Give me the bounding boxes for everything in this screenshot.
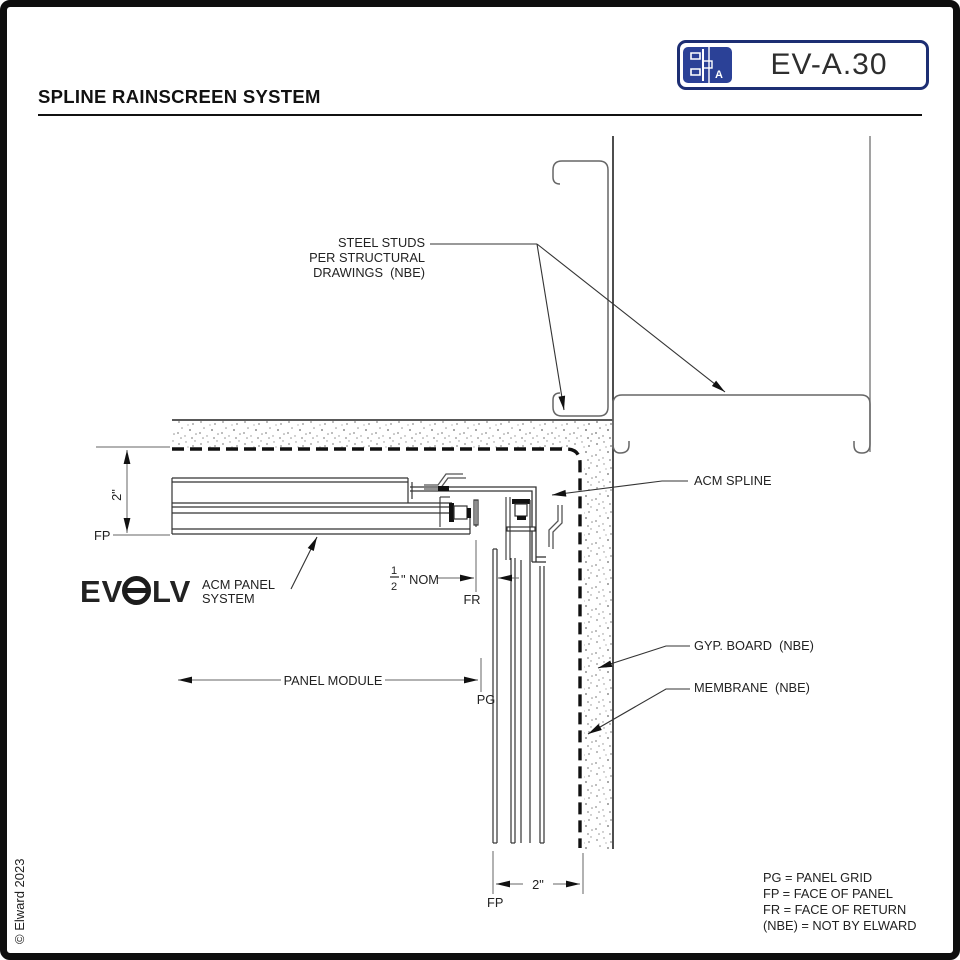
fasteners bbox=[438, 486, 536, 560]
legend-line-nbe: (NBE) = NOT BY ELWARD bbox=[763, 918, 916, 933]
clip-hook-right bbox=[548, 505, 559, 547]
nom-fraction-denominator: 2 bbox=[391, 581, 397, 593]
bracket-lines bbox=[439, 496, 511, 560]
copyright-label: © Elward 2023 bbox=[12, 859, 27, 944]
bolt-vertical bbox=[506, 499, 536, 532]
acm-panel-leader bbox=[290, 536, 318, 590]
legend-line-fp: FP = FACE OF PANEL bbox=[763, 886, 893, 901]
gyp-board-horizontal bbox=[172, 421, 613, 448]
acm-spline-profile bbox=[410, 486, 546, 563]
legend-line-fr: FR = FACE OF RETURN bbox=[763, 902, 906, 917]
gyp-board-label: GYP. BOARD (NBE) bbox=[694, 638, 814, 653]
bolt-horizontal bbox=[449, 499, 479, 526]
theta-o-icon bbox=[122, 576, 151, 605]
logo-tagline-line1: ACM PANEL bbox=[202, 577, 275, 592]
fp-left-label: FP bbox=[94, 528, 110, 543]
steel-studs-label-line2: PER STRUCTURAL bbox=[309, 250, 425, 265]
membrane-dashed-line bbox=[172, 447, 582, 848]
vertical-panel-assembly bbox=[492, 500, 545, 844]
panel-module-label: PANEL MODULE bbox=[284, 673, 383, 688]
leader-lines bbox=[290, 243, 726, 735]
drawing-number: EV-A.30 bbox=[770, 48, 888, 81]
acm-spline-leader bbox=[551, 480, 688, 497]
gyp-board-vertical bbox=[584, 421, 612, 849]
clip-hook-top bbox=[424, 477, 466, 490]
horizontal-panel-assembly bbox=[171, 477, 471, 535]
fr-label: FR bbox=[463, 592, 480, 607]
legend: PG = PANEL GRID FP = FACE OF PANEL FR = … bbox=[763, 870, 916, 933]
membrane-label: MEMBRANE (NBE) bbox=[694, 680, 810, 695]
gyp-board-leader bbox=[597, 645, 690, 669]
detail-thumbnail-icon: A bbox=[683, 47, 732, 83]
steel-studs bbox=[552, 160, 871, 454]
legend-line-pg: PG = PANEL GRID bbox=[763, 870, 872, 885]
annotations: STEEL STUDS PER STRUCTURAL DRAWINGS (NBE… bbox=[94, 235, 814, 910]
nom-label: " NOM bbox=[401, 572, 439, 587]
panel-clips bbox=[424, 473, 563, 549]
logo-text-right: LV bbox=[152, 574, 191, 609]
steel-stud-horizontal bbox=[612, 394, 871, 454]
nom-fraction-numerator: 1 bbox=[391, 565, 397, 577]
spline-screw bbox=[438, 486, 449, 491]
dimensions bbox=[96, 446, 584, 894]
dim-left-label: 2" bbox=[109, 489, 124, 501]
membrane-leader bbox=[587, 688, 690, 735]
acm-spline-label: ACM SPLINE bbox=[694, 473, 772, 488]
dim-bottom-label: 2" bbox=[532, 877, 544, 892]
title-rule bbox=[38, 114, 922, 116]
steel-studs-label-line3: DRAWINGS (NBE) bbox=[313, 265, 425, 280]
evolv-logo: EV LV ACM PANEL SYSTEM bbox=[80, 574, 275, 609]
steel-studs-label-line1: STEEL STUDS bbox=[338, 235, 425, 250]
logo-tagline-line2: SYSTEM bbox=[202, 591, 255, 606]
pg-label: PG bbox=[477, 692, 496, 707]
fp-bottom-label: FP bbox=[487, 895, 503, 910]
logo-text-left: EV bbox=[80, 574, 123, 609]
drawing-number-box: A EV-A.30 bbox=[677, 40, 929, 90]
badge-letter: A bbox=[715, 69, 723, 81]
steel-stud-vertical bbox=[552, 160, 609, 417]
page-title: SPLINE RAINSCREEN SYSTEM bbox=[38, 86, 321, 107]
wall-section bbox=[172, 136, 871, 849]
